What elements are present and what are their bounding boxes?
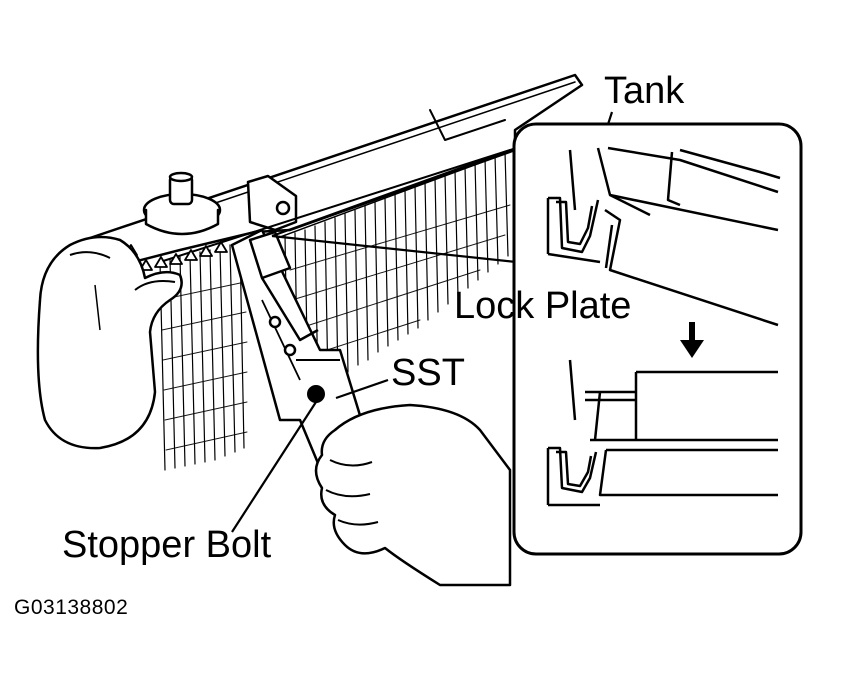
detail-before-crimp [546, 146, 781, 327]
radiator-cap [142, 171, 222, 236]
right-hand [314, 403, 512, 587]
sst-leader [335, 378, 389, 400]
mounting-bracket [246, 174, 298, 232]
stopper-bolt-label: Stopper Bolt [62, 524, 272, 566]
stopper-bolt-leader [231, 401, 317, 533]
left-hand [36, 235, 183, 450]
sst-label: SST [391, 352, 465, 394]
zoom-leader-lower [271, 234, 517, 264]
zoom-leader-upper [271, 146, 517, 238]
figure-code: G03138802 [14, 596, 129, 619]
radiator-illustration [88, 73, 584, 471]
lock-plate-label: Lock Plate [454, 285, 632, 327]
detail-after-crimp [546, 359, 778, 507]
down-arrow-icon [680, 322, 704, 358]
detail-inset-frame [512, 122, 803, 556]
tank-label: Tank [604, 70, 685, 112]
stopper-bolt [307, 385, 325, 403]
